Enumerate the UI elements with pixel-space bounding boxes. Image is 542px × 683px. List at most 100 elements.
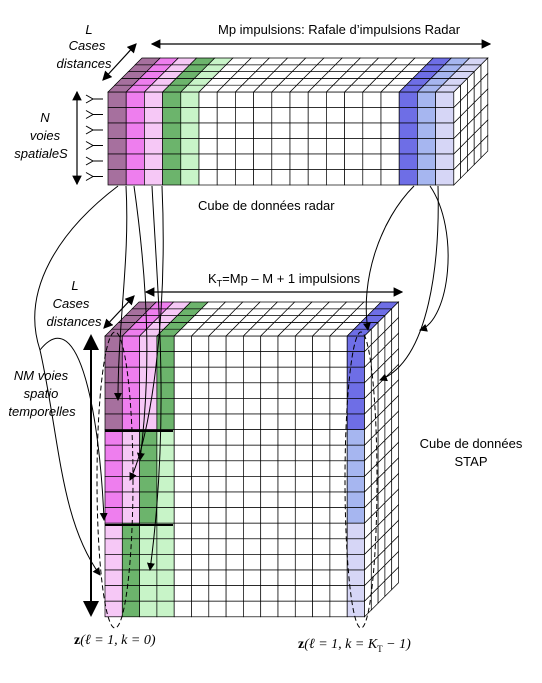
stap-cube-cell xyxy=(191,460,210,477)
stap-cube-cell xyxy=(277,600,296,618)
stap-cube-cell xyxy=(173,585,192,602)
stap-cube-cell xyxy=(173,413,192,430)
stap-cube-cell xyxy=(121,382,140,399)
stap-cube-cell xyxy=(121,585,140,602)
stap-cube-cell xyxy=(191,429,210,446)
stap-cube-cell xyxy=(260,460,279,477)
stap-cube-cell xyxy=(277,569,296,586)
top-cube-cell xyxy=(216,169,236,186)
stap-cube-cell xyxy=(173,335,192,352)
top-cube-cell xyxy=(107,138,127,155)
top-cube-cell xyxy=(235,153,254,170)
antenna-element-icon xyxy=(85,156,103,166)
stap-cube-side-cell xyxy=(391,566,399,591)
stap-cube-cell xyxy=(346,382,365,399)
mapping-curve xyxy=(133,185,148,461)
stap-cube-cell xyxy=(104,600,123,618)
stap-cube-cell xyxy=(173,491,192,508)
top-cube-cell xyxy=(107,91,127,108)
stap-cube-cell xyxy=(225,335,244,352)
stap-cube-cell xyxy=(121,351,140,368)
antenna-element-icon xyxy=(85,141,103,150)
mapping-curve xyxy=(146,185,162,571)
stap-cube-cell xyxy=(260,398,279,415)
top-depth-line1: Cases xyxy=(68,38,106,53)
stap-cube-cell xyxy=(104,585,123,602)
stap-cube-cell xyxy=(329,538,348,555)
top-cube-cell xyxy=(344,153,364,170)
top-cube-cell xyxy=(307,138,327,155)
stap-cube-cell xyxy=(225,444,244,462)
stap-cube-cell xyxy=(277,429,296,446)
stap-cube-cell xyxy=(346,476,365,493)
stap-cube-cell xyxy=(225,413,244,430)
stap-cube-cell xyxy=(312,413,331,430)
stap-cube-cell xyxy=(208,585,227,602)
stap-cube-cell xyxy=(329,569,348,586)
stap-cube-cell xyxy=(173,398,192,415)
stap-height-line3: temporelles xyxy=(8,404,76,419)
stap-cube-cell xyxy=(243,538,262,555)
mapping-curve xyxy=(419,185,449,332)
stap-cube-cell xyxy=(156,554,175,571)
stap-cube-cell xyxy=(104,476,123,493)
stap-cube-cell xyxy=(243,429,262,446)
stap-cube-cell xyxy=(191,413,210,430)
stap-cube-cell xyxy=(139,507,158,524)
top-cube-cell xyxy=(307,107,327,124)
stap-cube-cell xyxy=(191,554,210,571)
top-cube-cell xyxy=(125,91,145,108)
top-cube-cell xyxy=(198,153,218,170)
stap-cube-cell xyxy=(260,366,279,384)
stap-cube-cell xyxy=(208,507,227,524)
stap-cube-cell xyxy=(294,554,313,571)
stap-cube-cell xyxy=(191,569,210,586)
stap-caption-line1: Cube de données xyxy=(419,436,523,451)
top-cube-cell xyxy=(362,122,382,139)
stap-cube-cell xyxy=(277,460,296,477)
stap-cube-cell xyxy=(277,538,296,555)
stap-cube-cell xyxy=(277,366,296,384)
top-cube-cell xyxy=(125,107,145,124)
stap-cube-cell xyxy=(294,382,313,399)
stap-cube-cell xyxy=(277,444,296,462)
stap-cube-cell xyxy=(329,585,348,602)
stap-cube-cell xyxy=(191,522,210,540)
top-cube-cell xyxy=(380,91,400,108)
antenna-element-icon xyxy=(85,172,103,181)
top-cube-cell xyxy=(235,169,254,186)
top-cube-cell xyxy=(253,91,273,108)
top-cube-cell xyxy=(198,91,218,108)
stap-cube-cell xyxy=(191,585,210,602)
mapping-curve xyxy=(39,337,108,521)
vector-first-label: z(ℓ = 1, k = 0) xyxy=(74,633,156,648)
stap-cube-cell xyxy=(294,335,313,352)
top-cube-cell xyxy=(307,169,327,186)
mapping-curve xyxy=(362,185,415,331)
mapping-curve xyxy=(114,185,128,401)
stap-cube-cell xyxy=(346,460,365,477)
top-cube-cell xyxy=(417,122,436,139)
top-cube-cell xyxy=(235,138,254,155)
stap-cube-cell xyxy=(139,476,158,493)
top-cube-cell xyxy=(216,91,236,108)
top-cube-cell xyxy=(271,138,291,155)
stap-cube-cell xyxy=(243,413,262,430)
top-cube-cell xyxy=(417,169,436,186)
stap-cube-cell xyxy=(312,398,331,415)
stap-cube-cell xyxy=(243,522,262,540)
top-cube-cell xyxy=(107,169,127,186)
stap-cube-cell xyxy=(260,429,279,446)
top-cube-cell xyxy=(344,122,364,139)
stap-cube-cell xyxy=(225,507,244,524)
top-cube-cell xyxy=(253,169,273,186)
stap-cube-cell xyxy=(225,460,244,477)
stap-cube-cell xyxy=(346,569,365,586)
stap-cube-cell xyxy=(277,491,296,508)
top-cube-cell xyxy=(326,153,345,170)
stap-cube-cell xyxy=(173,351,192,368)
stap-cube-cell xyxy=(208,413,227,430)
stap-cube-cell xyxy=(346,366,365,384)
stap-cube-cell xyxy=(294,507,313,524)
stap-cube-cell xyxy=(329,522,348,540)
